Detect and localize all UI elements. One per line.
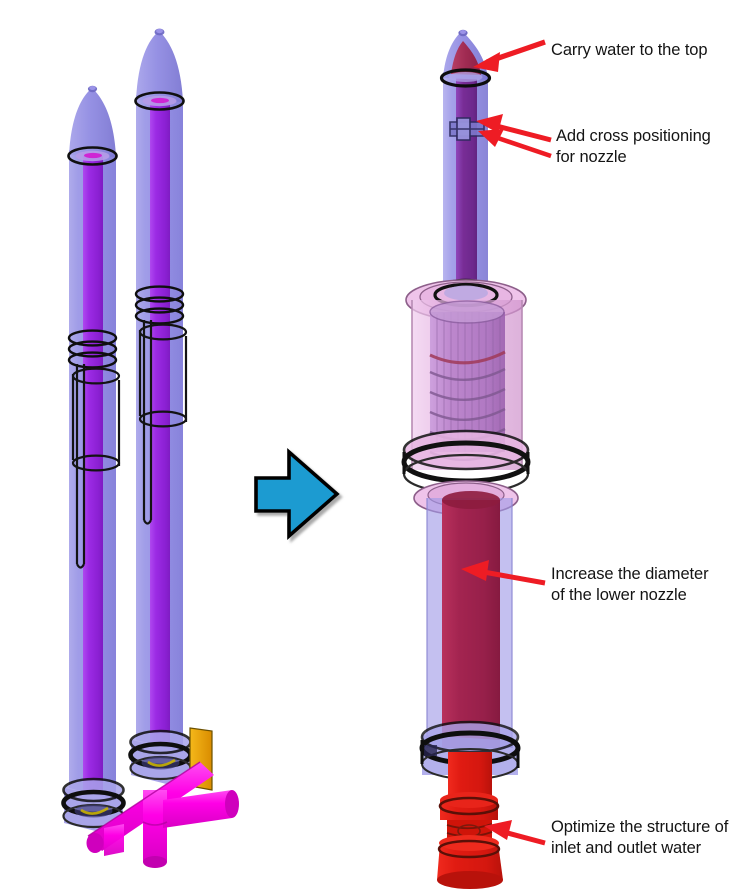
rear-nozzle-tube [128, 28, 193, 790]
lower-nozzle-barrel [426, 491, 513, 748]
assembly-before [61, 28, 239, 868]
annotation-increase-diameter: Increase the diameter of the lower nozzl… [551, 565, 709, 604]
front-nozzle-tube [61, 85, 126, 838]
leader-optimize-inlet [484, 820, 546, 846]
annotation-cross-positioning: Add cross positioning for nozzle [556, 127, 711, 166]
leader-cross-positioning [476, 114, 552, 159]
cross-bracket [449, 117, 485, 141]
assembly-after [401, 29, 531, 889]
leader-increase-diameter [461, 560, 546, 586]
annotation-leaders [461, 39, 552, 846]
blue-block-arrow [254, 448, 340, 540]
water-manifold-pipe [86, 761, 239, 868]
helical-element [429, 300, 506, 462]
leader-carry-water [473, 39, 546, 72]
annotation-optimize-inlet-outlet: Optimize the structure of inlet and outl… [551, 818, 729, 857]
upper-nozzle-tube [439, 29, 492, 306]
dome-inner-cone [451, 41, 481, 75]
clamp-ring-rear [128, 729, 193, 790]
annotation-carry-water: Carry water to the top [551, 41, 708, 59]
clamp-ring-front [61, 777, 126, 838]
inlet-outlet-fitting [437, 752, 503, 889]
